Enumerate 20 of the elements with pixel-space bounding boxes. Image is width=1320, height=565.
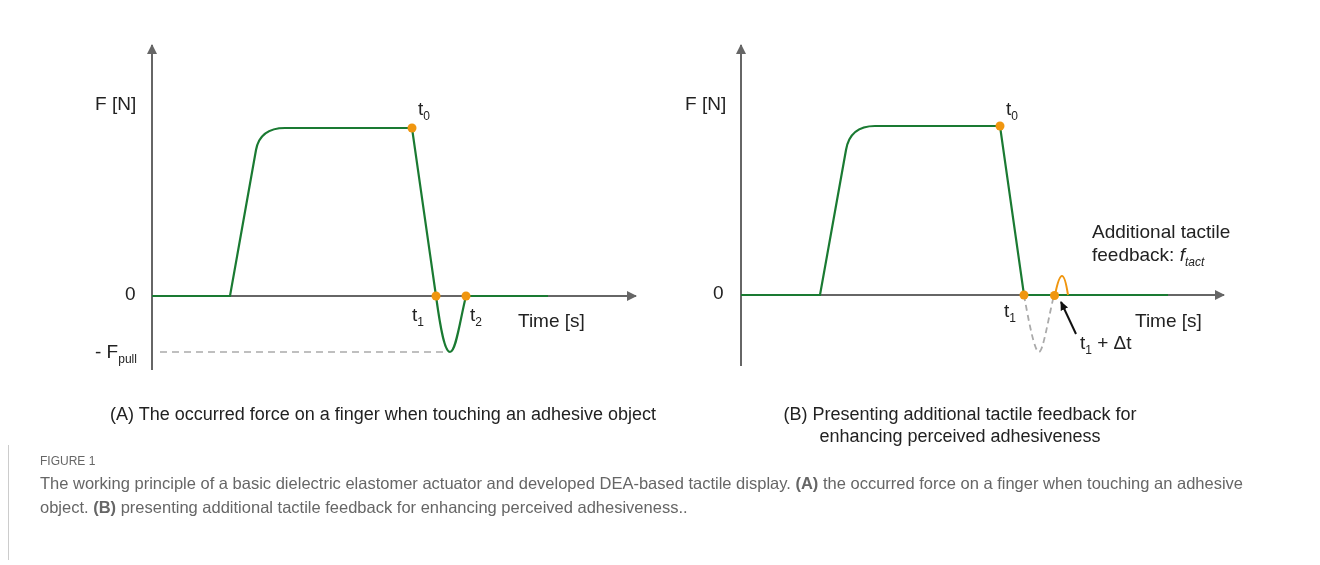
axis-label: Time [s] (518, 310, 585, 333)
figure-title: FIGURE 1 (40, 454, 96, 469)
point-marker (1049, 290, 1059, 300)
axis-label: Time [s] (1135, 310, 1202, 333)
point-label: t$_{1}$ (412, 304, 424, 330)
axis-label: F [N] (95, 93, 137, 116)
figure-caption: The working principle of a basic dielectric elastomer actuator and developed DEA-based tactile display. (A) the occurred force on a finger when touching an adhesive object. (B) presenting additional tactile feedback for enhancing perceived adhesiveness.. (40, 473, 1245, 518)
leader-line (1060, 301, 1077, 335)
point-label: t$_{0}$ (1006, 98, 1018, 124)
panel-caption: (B) Presenting additional tactile feedback for enhancing perceived adhesiveness (782, 404, 1138, 448)
tick-label: 0 (125, 283, 136, 306)
tick-label: 0 (713, 282, 724, 305)
panel-caption: (A) The occurred force on a finger when touching an adhesive object (110, 404, 656, 426)
axis-label: - F$_{pull}$ (95, 341, 137, 367)
point-label: t$_{0}$ (418, 98, 430, 124)
point-label: t$_{2}$ (470, 304, 482, 330)
annotation: Additional tactile feedback: f$_{tact}$ (1092, 221, 1232, 269)
annotation: t$_{1}$ + Δt (1080, 332, 1132, 358)
axis-label: F [N] (685, 93, 727, 116)
point-label: t$_{1}$ (1004, 300, 1016, 326)
